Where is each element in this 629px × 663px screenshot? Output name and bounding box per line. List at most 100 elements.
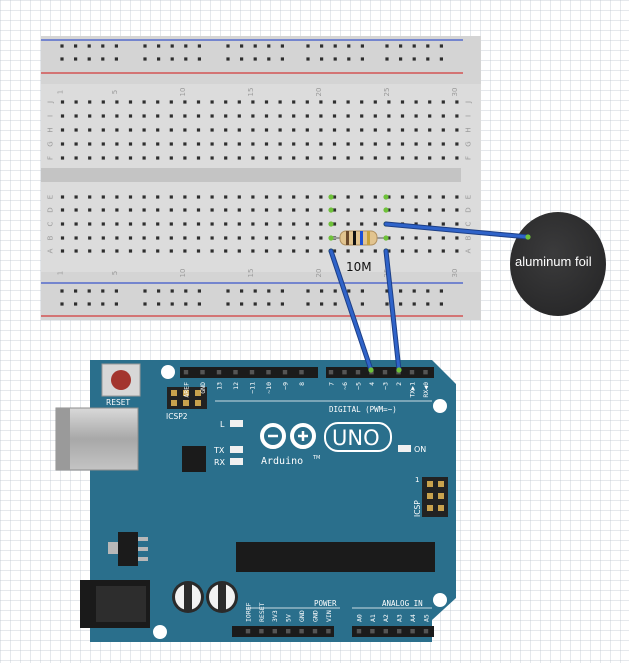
column-number: 15 bbox=[247, 269, 255, 278]
breadboard-hole bbox=[319, 222, 323, 226]
breadboard-hole bbox=[320, 57, 324, 61]
breadboard-hole bbox=[264, 128, 269, 132]
icsp2-header bbox=[167, 387, 207, 409]
header-pin bbox=[312, 629, 318, 634]
breadboard-hole bbox=[455, 100, 459, 104]
reset-button[interactable] bbox=[101, 363, 141, 397]
breadboard-hole bbox=[101, 302, 105, 306]
breadboard-hole bbox=[264, 208, 269, 212]
column-number: 10 bbox=[179, 269, 187, 278]
breadboard-hole bbox=[253, 302, 257, 306]
breadboard-hole bbox=[428, 128, 432, 132]
breadboard-hole bbox=[346, 100, 350, 104]
breadboard-hole bbox=[143, 44, 147, 48]
breadboard-hole bbox=[60, 100, 65, 104]
breadboard-hole bbox=[183, 156, 187, 160]
breadboard-hole bbox=[455, 236, 459, 240]
breadboard-hole bbox=[441, 195, 445, 199]
breadboard-hole bbox=[237, 249, 241, 253]
digital-pin-label: ~10 bbox=[265, 382, 273, 394]
breadboard-hole bbox=[251, 114, 255, 118]
breadboard-hole bbox=[373, 114, 377, 118]
breadboard-hole bbox=[251, 156, 255, 160]
breadboard-hole bbox=[264, 222, 269, 226]
breadboard-hole bbox=[400, 249, 405, 253]
breadboard-hole bbox=[196, 208, 201, 212]
breadboard-hole bbox=[441, 142, 445, 146]
breadboard-hole bbox=[60, 208, 65, 212]
header-pin bbox=[328, 370, 334, 375]
row-letter: H bbox=[47, 127, 55, 132]
digital-pin-label: TX▶1 bbox=[408, 382, 416, 398]
breadboard-hole bbox=[60, 289, 64, 293]
row-letter: F bbox=[47, 156, 55, 160]
breadboard-hole bbox=[196, 156, 201, 160]
bottom-pin-label: A4 bbox=[409, 614, 417, 622]
breadboard-hole bbox=[115, 156, 119, 160]
breadboard-hole bbox=[278, 249, 282, 253]
breadboard-hole bbox=[183, 114, 187, 118]
row-letter: C bbox=[465, 221, 473, 226]
small-chip bbox=[182, 446, 206, 472]
breadboard-hole bbox=[237, 114, 241, 118]
breadboard-hole bbox=[412, 57, 416, 61]
breadboard-hole bbox=[360, 208, 364, 212]
digital-pin-label: ~3 bbox=[381, 382, 389, 390]
bottom-pin-label: 3V3 bbox=[271, 610, 279, 622]
digital-pin-label: 4 bbox=[368, 382, 376, 386]
row-letter: D bbox=[465, 207, 473, 212]
header-pin bbox=[383, 629, 388, 634]
breadboard-hole bbox=[373, 222, 377, 226]
header-pin bbox=[245, 629, 251, 634]
breadboard-hole bbox=[319, 236, 323, 240]
breadboard-hole bbox=[87, 302, 91, 306]
column-number: 5 bbox=[111, 271, 119, 275]
breadboard-hole bbox=[210, 195, 214, 199]
breadboard-hole bbox=[278, 128, 282, 132]
breadboard-hole bbox=[305, 114, 309, 118]
breadboard-hole bbox=[426, 44, 430, 48]
breadboard-hole bbox=[88, 114, 92, 118]
breadboard-hole bbox=[210, 249, 214, 253]
breadboard-hole bbox=[115, 128, 119, 132]
header-pin bbox=[233, 370, 238, 375]
bottom-pin-label: GND bbox=[298, 610, 306, 622]
breadboard-hole bbox=[88, 142, 92, 146]
row-letter: B bbox=[465, 235, 473, 240]
microcontroller-chip bbox=[236, 542, 435, 572]
row-letter: I bbox=[47, 115, 55, 117]
breadboard-hole bbox=[196, 128, 201, 132]
breadboard-hole bbox=[142, 249, 146, 253]
breadboard-hole bbox=[74, 302, 78, 306]
breadboard-hole bbox=[320, 44, 324, 48]
breadboard-hole bbox=[196, 142, 201, 146]
breadboard-hole bbox=[74, 114, 78, 118]
row-letter: D bbox=[47, 207, 55, 212]
breadboard-hole bbox=[169, 208, 173, 212]
row-letter: J bbox=[47, 101, 55, 104]
row-letter: G bbox=[47, 141, 55, 146]
breadboard-hole bbox=[169, 236, 173, 240]
breadboard-hole bbox=[332, 100, 337, 104]
breadboard-hole bbox=[292, 114, 296, 118]
row-letter: F bbox=[465, 156, 473, 160]
breadboard-hole bbox=[387, 249, 391, 253]
breadboard-hole bbox=[385, 302, 389, 306]
breadboard-hole bbox=[169, 222, 173, 226]
breadboard-hole bbox=[400, 100, 405, 104]
breadboard-hole bbox=[60, 128, 65, 132]
breadboard-hole bbox=[170, 302, 174, 306]
breadboard-hole bbox=[385, 289, 389, 293]
breadboard-hole bbox=[183, 128, 187, 132]
breadboard-hole bbox=[267, 57, 271, 61]
breadboard-hole bbox=[280, 57, 284, 61]
breadboard-hole bbox=[347, 289, 351, 293]
breadboard-hole bbox=[319, 156, 323, 160]
uno-badge bbox=[324, 422, 392, 452]
breadboard-hole bbox=[88, 156, 92, 160]
breadboard-hole bbox=[319, 114, 323, 118]
breadboard-hole bbox=[169, 195, 173, 199]
breadboard-hole bbox=[183, 249, 187, 253]
breadboard-hole bbox=[60, 236, 65, 240]
breadboard-hole bbox=[292, 156, 296, 160]
